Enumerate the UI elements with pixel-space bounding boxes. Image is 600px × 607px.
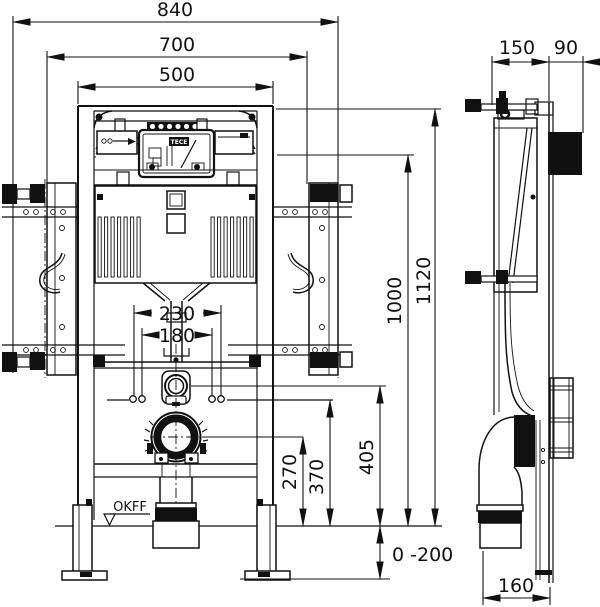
- inspection-window: TECE: [137, 128, 216, 179]
- okff-label: OKFF: [113, 500, 147, 515]
- side-bracket-top: [465, 91, 539, 115]
- flush-unit-assembly: TECE: [93, 110, 258, 186]
- dim-700-label: 700: [159, 34, 195, 56]
- side-drain-socket: [479, 522, 522, 549]
- wc-mounting-block: [549, 377, 574, 459]
- bracket-hose-right: [290, 252, 314, 294]
- wall-bracket-left: [2, 179, 125, 378]
- dim-230-label: 230: [159, 303, 195, 325]
- side-rail: [534, 101, 554, 583]
- dim-500-label: 500: [159, 64, 195, 86]
- dim-90-label: 90: [554, 37, 578, 59]
- side-module: [214, 130, 254, 155]
- dim-1000-label: 1000: [384, 277, 406, 325]
- side-frame-front: [493, 282, 535, 417]
- floor-marker: OKFF: [103, 500, 150, 527]
- drain-pipe: [159, 477, 193, 503]
- angle-valve-module: [96, 130, 138, 155]
- tece-logo: TECE: [171, 139, 188, 146]
- dim-180-label: 180: [159, 325, 195, 347]
- flush-bend: [504, 282, 533, 417]
- dimensions: 840 700 500 230 180 1120 1000 405 370 27…: [12, 0, 600, 605]
- push-rod-opening: [166, 190, 186, 210]
- wall-anchor-bottom-right: [310, 351, 353, 368]
- bracket-hose-left: [39, 252, 63, 294]
- cistern-profile: [493, 108, 538, 293]
- wall-anchor-top-right: [310, 184, 353, 203]
- fixing-bolts: [107, 395, 333, 403]
- side-bracket-bottom: [465, 270, 538, 284]
- front-view: TECE: [2, 105, 442, 581]
- tece-logo-block: [169, 137, 189, 146]
- vent-slots-left: [97, 216, 141, 278]
- drain-elbow: [476, 415, 535, 549]
- support-legs: [61, 499, 291, 581]
- drain-socket: [152, 502, 200, 549]
- dim-1120-label: 1120: [413, 257, 435, 305]
- vent-slots-right: [210, 216, 254, 278]
- dim-270-label: 270: [279, 454, 301, 490]
- dim-150-label: 150: [499, 37, 535, 59]
- dim-foot-range-label: 0 -200: [392, 544, 453, 566]
- protection-box: [548, 132, 582, 175]
- dim-370-label: 370: [306, 459, 328, 495]
- corner-bolt-right: [248, 113, 256, 121]
- dim-160-label: 160: [498, 575, 534, 597]
- corner-bolt-left: [95, 113, 103, 121]
- cistern: [94, 185, 257, 284]
- frame: [77, 105, 274, 520]
- floor-triangle-icon: [103, 513, 116, 527]
- side-view: [465, 91, 582, 583]
- wall-bracket-right: [228, 179, 353, 378]
- dim-405-label: 405: [356, 439, 378, 475]
- flush-pipe: [142, 282, 211, 363]
- dim-840-label: 840: [157, 0, 193, 21]
- wall-anchor-top-left: [2, 184, 45, 204]
